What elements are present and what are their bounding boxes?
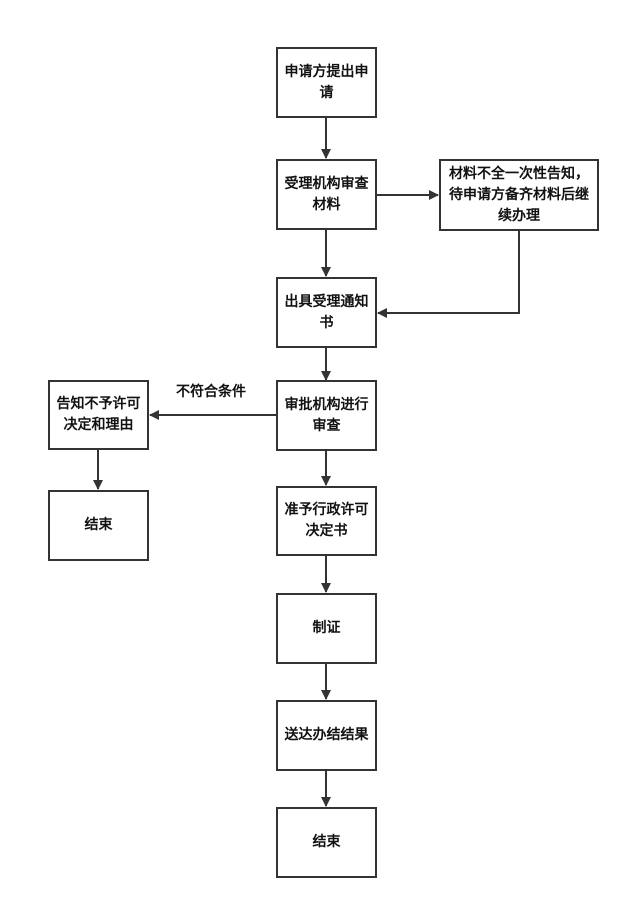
node-incomplete-notice: 材料不全一次性告知，待申请方备齐材料后继续办理 — [439, 159, 599, 231]
node-rejection-notice: 告知不予许可决定和理由 — [48, 380, 149, 450]
node-deliver-result: 送达办结结果 — [276, 700, 377, 771]
node-issue-certificate: 制证 — [276, 593, 377, 664]
node-approval-review: 审批机构进行审查 — [276, 380, 377, 451]
arrow-n3-n4 — [377, 231, 520, 318]
node-end-left: 结束 — [48, 490, 149, 561]
label-not-qualified: 不符合条件 — [176, 384, 246, 400]
node-permit-decision: 准予行政许可决定书 — [276, 486, 377, 556]
node-review-materials: 受理机构审查材料 — [276, 159, 377, 230]
node-apply: 申请方提出申请 — [276, 47, 377, 118]
node-end-main: 结束 — [276, 807, 377, 878]
node-acceptance-notice: 出具受理通知书 — [276, 277, 377, 348]
